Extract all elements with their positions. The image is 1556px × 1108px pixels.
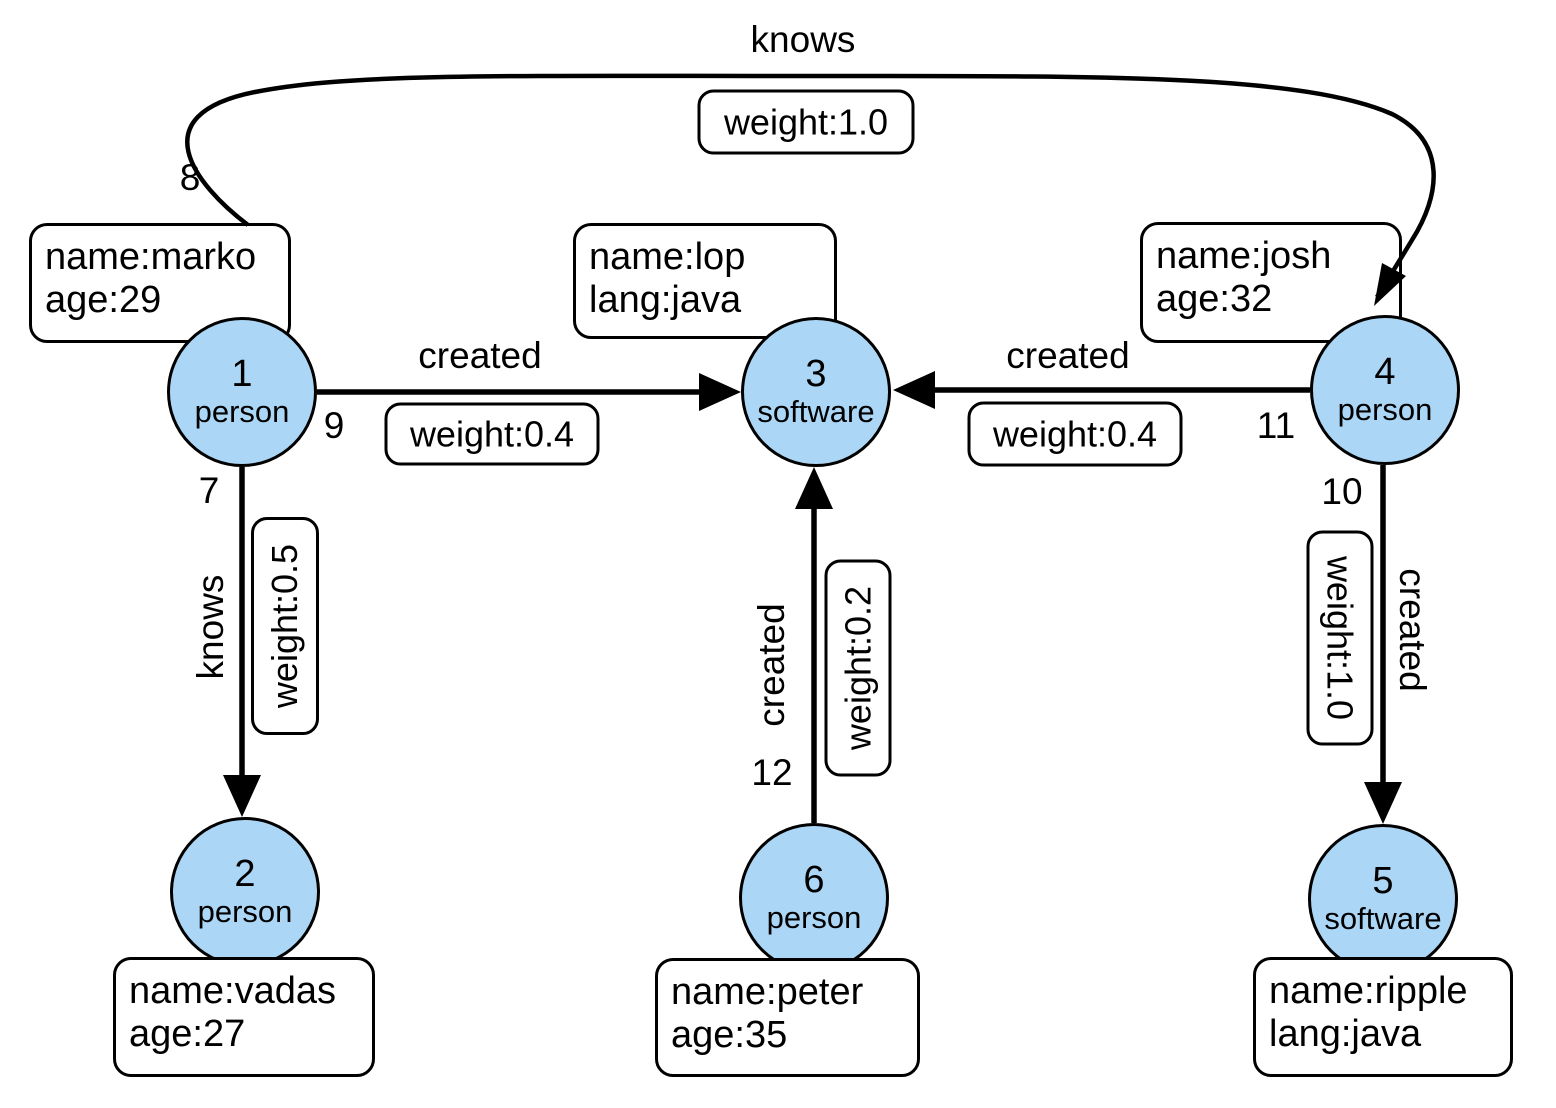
edge-weight-box-11: weight:0.4 xyxy=(967,401,1183,467)
property-line: lang:java xyxy=(589,278,742,321)
vertex-id: 3 xyxy=(805,353,827,395)
edge-weight-box-9: weight:0.4 xyxy=(384,402,600,466)
edge-weight-box-7: weight:0.5 xyxy=(251,517,319,735)
vertex-type: person xyxy=(1337,391,1433,427)
vertex-1: 1 person xyxy=(167,317,317,467)
property-line: name:lop xyxy=(589,236,746,278)
edge-weight-box-8: weight:1.0 xyxy=(697,89,915,155)
edge-label-created-1-3: created xyxy=(418,335,542,376)
edge-id-9: 9 xyxy=(323,405,345,446)
vertex-2: 2 person xyxy=(170,817,320,967)
vertex-type: person xyxy=(766,899,862,935)
property-line: lang:java xyxy=(1269,1012,1422,1055)
vertex-id: 6 xyxy=(803,859,825,901)
property-line: age:35 xyxy=(671,1013,788,1056)
properties-box-vertex-2: name:vadas age:27 xyxy=(113,957,375,1077)
vertex-id: 1 xyxy=(231,353,253,395)
edge-weight-box-10: weight:1.0 xyxy=(1306,530,1374,746)
properties-box-vertex-6: name:peter age:35 xyxy=(655,958,920,1077)
property-line: name:peter xyxy=(671,971,864,1013)
edge-id-7: 7 xyxy=(198,470,220,511)
edge-label-created-4-3: created xyxy=(1006,335,1130,376)
vertex-id: 4 xyxy=(1374,351,1396,393)
property-line: name:marko xyxy=(45,236,257,278)
edge-created-4-3-arrowhead xyxy=(893,371,935,409)
vertex-3: 3 software xyxy=(741,317,891,467)
property-line: name:josh xyxy=(1156,235,1332,277)
vertex-6: 6 person xyxy=(739,823,889,973)
vertex-5: 5 software xyxy=(1308,824,1458,974)
vertex-4: 4 person xyxy=(1310,315,1460,465)
edge-id-11: 11 xyxy=(1256,405,1296,446)
property-line: name:vadas xyxy=(129,970,337,1012)
property-line: age:27 xyxy=(129,1012,246,1055)
edge-weight-box-12: weight:0.2 xyxy=(824,559,892,777)
edge-created-4-5-arrowhead xyxy=(1364,782,1402,824)
property-line: age:32 xyxy=(1156,277,1273,320)
vertex-id: 5 xyxy=(1372,860,1394,902)
edge-id-8: 8 xyxy=(179,157,201,198)
vertex-type: software xyxy=(1324,900,1442,936)
edge-id-10: 10 xyxy=(1321,471,1363,512)
vertex-type: software xyxy=(757,393,875,429)
edge-knows-1-2-arrowhead xyxy=(223,775,261,817)
edge-label-knows-1-4: knows xyxy=(750,19,856,60)
vertex-type: person xyxy=(194,393,290,429)
edge-created-1-3-arrowhead xyxy=(699,373,741,411)
edge-created-6-3-arrowhead xyxy=(795,467,833,509)
edge-label-created-6-3: created xyxy=(751,603,792,727)
properties-box-vertex-5: name:ripple lang:java xyxy=(1253,957,1513,1077)
vertex-type: person xyxy=(197,893,293,929)
property-line: name:ripple xyxy=(1269,970,1468,1012)
edge-label-created-4-5: created xyxy=(1392,568,1433,692)
vertex-id: 2 xyxy=(234,853,256,895)
edge-label-knows-1-2: knows xyxy=(190,574,231,680)
edge-id-12: 12 xyxy=(751,752,793,793)
property-line: age:29 xyxy=(45,278,162,321)
